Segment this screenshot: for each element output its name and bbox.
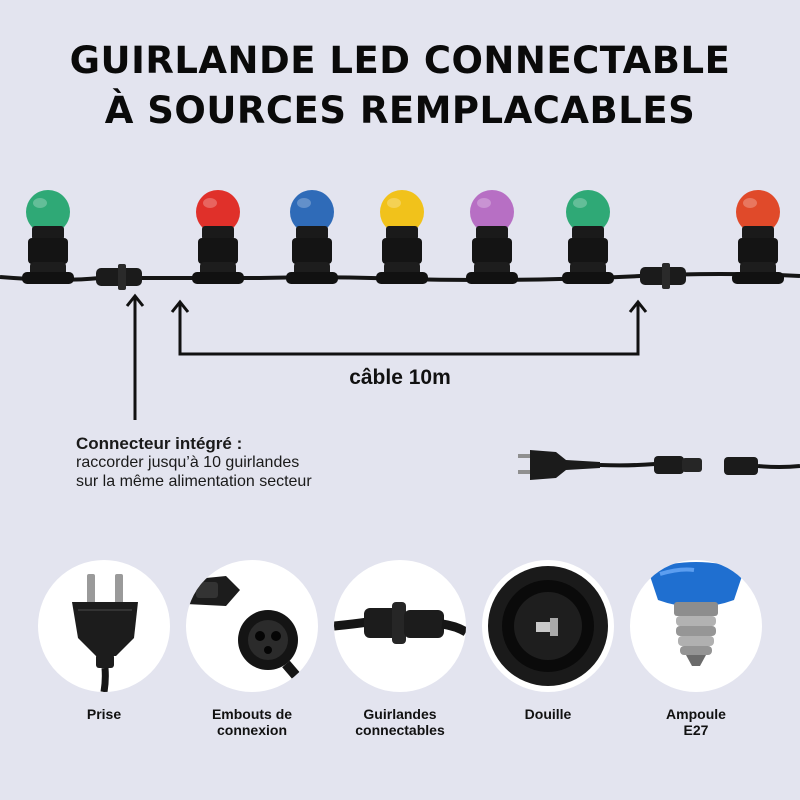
integrated-connector	[96, 264, 142, 290]
bulb-e27-part	[630, 560, 762, 692]
green-bulb	[22, 190, 74, 284]
red-bulb	[732, 190, 784, 284]
yellow-bulb	[376, 190, 428, 284]
plug-icon	[72, 574, 138, 692]
red-bulb	[192, 190, 244, 284]
socket-icon	[488, 566, 608, 686]
part-label-bulb: Ampoule E27	[666, 706, 726, 738]
plug-part	[38, 560, 170, 692]
cable-length-bracket	[170, 299, 648, 356]
part-label-socket: Douille	[524, 706, 572, 722]
connector-note: Connecteur intégré : raccorder jusqu’à 1…	[76, 434, 312, 491]
connector-note-heading: Connecteur intégré :	[76, 434, 243, 453]
inline-connector-part	[334, 560, 466, 692]
connector-end-part	[186, 560, 318, 692]
part-label-plug: Prise	[86, 706, 122, 722]
title-line-1: GUIRLANDE LED CONNECTABLE	[69, 39, 731, 82]
socket-part	[482, 560, 614, 692]
blue-bulb	[286, 190, 338, 284]
part-label-connectable: Guirlandes connectables	[355, 706, 445, 738]
connector-note-line-1: raccorder jusqu’à 10 guirlandes	[76, 454, 300, 471]
page-title: GUIRLANDE LED CONNECTABLE À SOURCES REMP…	[0, 36, 800, 136]
green-bulb	[562, 190, 614, 284]
power-plug-cable	[518, 450, 800, 480]
connector-end-icon	[186, 576, 314, 692]
bulb-e27-icon	[648, 562, 744, 666]
inline-connector-icon	[334, 602, 466, 644]
purple-bulb	[466, 190, 518, 284]
bulbs-row	[22, 190, 784, 284]
title-line-2: À SOURCES REMPLACABLES	[104, 89, 696, 132]
cable-length-label: câble 10m	[349, 366, 451, 389]
cable-connector-right	[640, 263, 686, 289]
connector-arrow	[125, 293, 145, 420]
connector-note-line-2: sur la même alimentation secteur	[76, 473, 312, 490]
part-label-connector-ends: Embouts de connexion	[211, 706, 293, 738]
